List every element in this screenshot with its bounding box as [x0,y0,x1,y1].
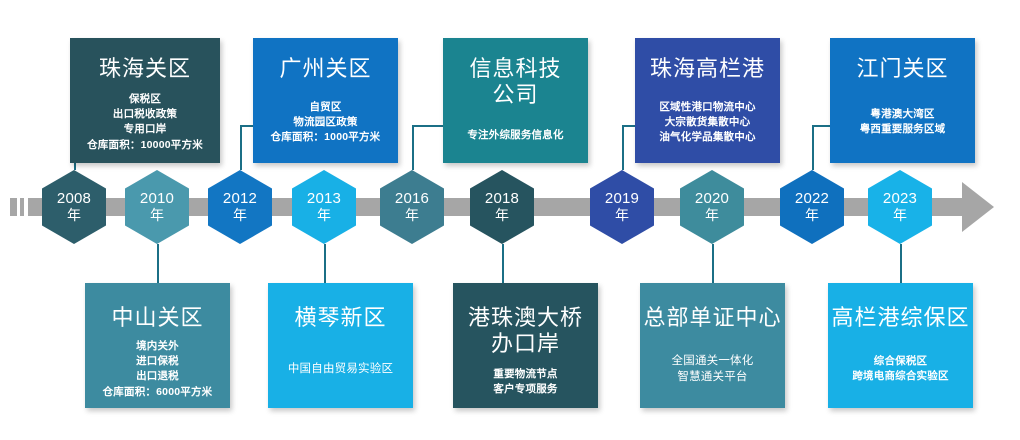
timeline-arrow-icon [962,182,994,232]
year-node-year-label: 2008 [56,190,92,208]
axis-dash-segment-left-inner [20,198,24,216]
connector-vertical-zhongshan-customs [157,244,159,305]
year-node-suffix-label: 年 [67,206,81,223]
card-title: 总部单证中心 [643,305,782,330]
card-details: 区域性港口物流中心 大宗散货集散中心 油气化学品集散中心 [659,100,756,144]
card-title: 横琴新区 [294,305,387,330]
connector-vertical-hzm-bridge-port [502,244,504,305]
card-hzm-bridge-port[interactable]: 港珠澳大桥 办口岸重要物流节点 客户专项服务 [453,283,598,408]
year-node-suffix-label: 年 [615,206,629,223]
card-title: 港珠澳大桥 办口岸 [467,305,583,356]
connector-horizontal-info-technology-company [412,125,443,127]
year-node-year-label: 2019 [604,190,640,208]
year-node-suffix-label: 年 [893,206,907,223]
year-node-year-label: 2018 [484,190,520,208]
card-title: 珠海高栏港 [649,56,765,81]
card-title: 高栏港综保区 [831,305,970,330]
card-guangzhou-customs[interactable]: 广州关区自贸区 物流园区政策 仓库面积：1000平方米 [253,38,398,163]
year-node-suffix-label: 年 [705,206,719,223]
year-node-year-label: 2016 [394,190,430,208]
card-details: 专注外综服务信息化 [467,128,564,141]
card-details: 保税区 出口税收政策 专用口岸 仓库面积：10000平方米 [87,93,203,151]
card-details: 全国通关一体化 智慧通关平台 [671,354,754,384]
year-node-suffix-label: 年 [495,206,509,223]
axis-dash-segment-right-inner [938,198,950,216]
card-hengqin-new-area[interactable]: 横琴新区中国自由贸易实验区 [268,283,413,408]
axis-dash-segment-left-outer [10,198,17,216]
connector-vertical-hengqin-new-area [324,244,326,305]
card-zhuhai-customs[interactable]: 珠海关区保税区 出口税收政策 专用口岸 仓库面积：10000平方米 [70,38,220,163]
connector-horizontal-zhuhai-gaolan-port [622,125,635,127]
connector-horizontal-guangzhou-customs [240,125,253,127]
card-jiangmen-customs[interactable]: 江门关区粤港澳大湾区 粤西重要服务区域 [830,38,975,163]
year-node-year-label: 2010 [139,190,175,208]
card-details: 境内关外 进口保税 出口退税 仓库面积：6000平方米 [102,340,213,398]
card-title: 江门关区 [856,56,949,81]
year-node-year-label: 2023 [882,190,918,208]
connector-vertical-jiangmen-customs [812,125,814,170]
year-node-year-label: 2013 [306,190,342,208]
card-title: 中山关区 [111,305,204,330]
card-zhuhai-gaolan-port[interactable]: 珠海高栏港区域性港口物流中心 大宗散货集散中心 油气化学品集散中心 [635,38,780,163]
card-details: 粤港澳大湾区 粤西重要服务区域 [859,108,946,136]
year-node-suffix-label: 年 [805,206,819,223]
connector-vertical-info-technology-company [412,125,414,170]
card-zhongshan-customs[interactable]: 中山关区境内关外 进口保税 出口退税 仓库面积：6000平方米 [85,283,230,408]
year-node-suffix-label: 年 [317,206,331,223]
year-node-suffix-label: 年 [405,206,419,223]
year-node-year-label: 2022 [794,190,830,208]
year-node-suffix-label: 年 [150,206,164,223]
card-details: 中国自由贸易实验区 [287,363,394,376]
card-hq-documentation-center[interactable]: 总部单证中心全国通关一体化 智慧通关平台 [640,283,785,408]
card-details: 重要物流节点 客户专项服务 [493,368,558,396]
card-details: 自贸区 物流园区政策 仓库面积：1000平方米 [270,100,381,144]
card-gaolan-port-bonded-zone[interactable]: 高栏港综保区综合保税区 跨境电商综合实验区 [828,283,973,408]
connector-vertical-gaolan-port-bonded-zone [900,244,902,305]
connector-horizontal-jiangmen-customs [812,125,830,127]
connector-vertical-zhuhai-gaolan-port [622,125,624,170]
year-node-year-label: 2012 [222,190,258,208]
card-title: 信息科技 公司 [469,56,562,107]
connector-vertical-guangzhou-customs [240,125,242,170]
year-node-year-label: 2020 [694,190,730,208]
card-title: 广州关区 [279,56,372,81]
axis-dash-segment-right-outer [953,198,958,216]
card-details: 综合保税区 跨境电商综合实验区 [852,355,949,383]
year-node-suffix-label: 年 [233,206,247,223]
card-info-technology-company[interactable]: 信息科技 公司专注外综服务信息化 [443,38,588,163]
connector-vertical-hq-documentation-center [712,244,714,305]
card-title: 珠海关区 [98,56,191,81]
